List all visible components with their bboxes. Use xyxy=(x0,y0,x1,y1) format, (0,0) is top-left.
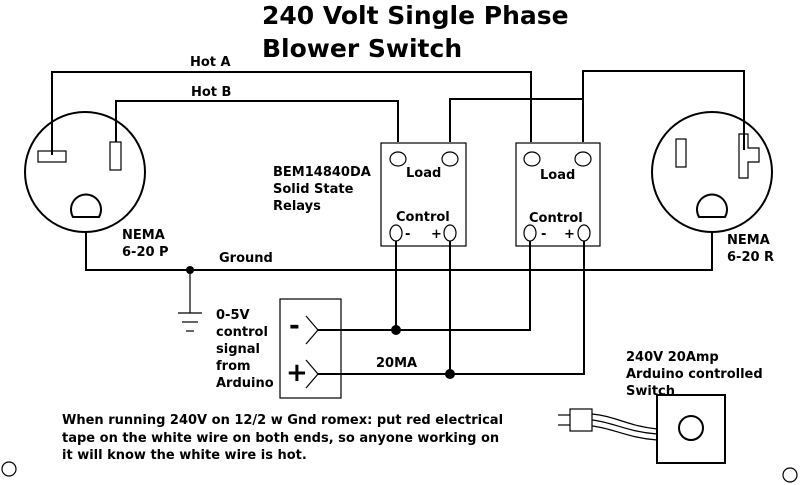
receptacle-hot-wire xyxy=(582,70,745,150)
receptacle-face xyxy=(651,111,773,233)
minus-junction-dot xyxy=(391,325,401,335)
relay-2: Load Control - + xyxy=(515,142,601,247)
relay-1: Load Control - + xyxy=(380,142,467,247)
title-line-2: Blower Switch xyxy=(262,34,462,63)
connector-plus-pin xyxy=(305,359,319,389)
plus-junction-dot xyxy=(445,369,455,379)
relay-2-control-plus-terminal xyxy=(577,224,591,242)
earth-ground-symbol xyxy=(178,266,202,332)
title-line-1: 240 Volt Single Phase xyxy=(262,1,569,30)
relay-1-control-plus-terminal xyxy=(443,224,457,242)
signal-label-5: Arduino xyxy=(216,376,274,391)
relay-2-load-terminal-b xyxy=(574,151,592,167)
relay-1-minus: - xyxy=(405,227,410,242)
receptacle-slot-straight xyxy=(675,138,687,168)
hot-a-wire xyxy=(51,71,532,155)
hot-b-label: Hot B xyxy=(191,85,231,100)
relay-1-load-label: Load xyxy=(406,166,441,181)
signal-label-1: 0-5V xyxy=(216,308,250,323)
signal-label-2: control xyxy=(216,325,268,340)
relay-model-line-2: Solid State xyxy=(273,182,354,197)
power-cord-plug xyxy=(558,408,658,441)
nema-receptacle xyxy=(651,111,773,233)
relay-1-load-terminal-b xyxy=(441,151,459,167)
cord-plug-body xyxy=(569,408,593,432)
relay-model-line-3: Relays xyxy=(273,199,321,214)
plug-blade-vertical xyxy=(109,141,122,171)
plug-ground-pin xyxy=(70,193,102,218)
relay-1-control-label: Control xyxy=(396,210,450,225)
receptacle-ground-slot xyxy=(696,193,728,218)
signal-label-4: from xyxy=(216,359,251,374)
plug-label-2: 6-20 P xyxy=(122,245,169,260)
corner-mark-right xyxy=(782,467,798,483)
switch-label-2: Arduino controlled xyxy=(626,367,763,382)
switch-label-1: 240V 20Amp xyxy=(626,350,719,365)
switch-outlet xyxy=(678,415,704,441)
relay-1-plus: + xyxy=(431,227,442,242)
signal-label-3: signal xyxy=(216,342,260,357)
receptacle-label-2: 6-20 R xyxy=(727,250,774,265)
relay-2-plus: + xyxy=(564,227,575,242)
arduino-signal-connector: - + xyxy=(279,298,342,399)
ground-wire xyxy=(85,232,713,271)
connector-minus-pin xyxy=(305,315,319,345)
relay-2-load-terminal-a xyxy=(523,151,541,167)
relay-2-control-label: Control xyxy=(529,211,583,226)
switch-box-body xyxy=(656,394,726,464)
relay-2-body xyxy=(515,142,601,247)
relay-2-load-label: Load xyxy=(540,168,575,183)
relay-2-minus: - xyxy=(541,227,546,242)
note-line-3: it will know the white wire is hot. xyxy=(62,448,307,463)
current-label: 20MA xyxy=(376,356,417,371)
note-line-1: When running 240V on 12/2 w Gnd romex: p… xyxy=(62,413,503,428)
relay-2-control-minus-terminal xyxy=(523,224,537,242)
connector-plus-sign: + xyxy=(286,358,308,388)
connector-body xyxy=(279,298,342,399)
note-line-2: tape on the white wire on both ends, so … xyxy=(62,431,499,446)
hot-a-label: Hot A xyxy=(190,55,231,70)
plug-label-1: NEMA xyxy=(122,228,165,243)
plus-bus-wire xyxy=(318,241,585,375)
relay-model-line-1: BEM14840DA xyxy=(273,165,371,180)
relay-bridge-wire xyxy=(449,98,584,142)
hot-b-wire xyxy=(115,100,399,142)
connector-minus-sign: - xyxy=(289,311,300,341)
minus-bus-wire xyxy=(318,241,531,331)
relay-1-body xyxy=(380,142,467,247)
arduino-switch-box xyxy=(656,394,726,464)
receptacle-slot-t xyxy=(738,133,760,179)
corner-mark-left xyxy=(1,461,17,477)
relay-1-control-minus-terminal xyxy=(389,224,403,242)
plug-face xyxy=(24,111,146,233)
nema-plug xyxy=(24,111,146,233)
relay-1-load-terminal-a xyxy=(389,151,407,167)
switch-label-3: Switch xyxy=(626,384,675,399)
receptacle-label-1: NEMA xyxy=(727,233,770,248)
ground-label: Ground xyxy=(219,251,273,266)
